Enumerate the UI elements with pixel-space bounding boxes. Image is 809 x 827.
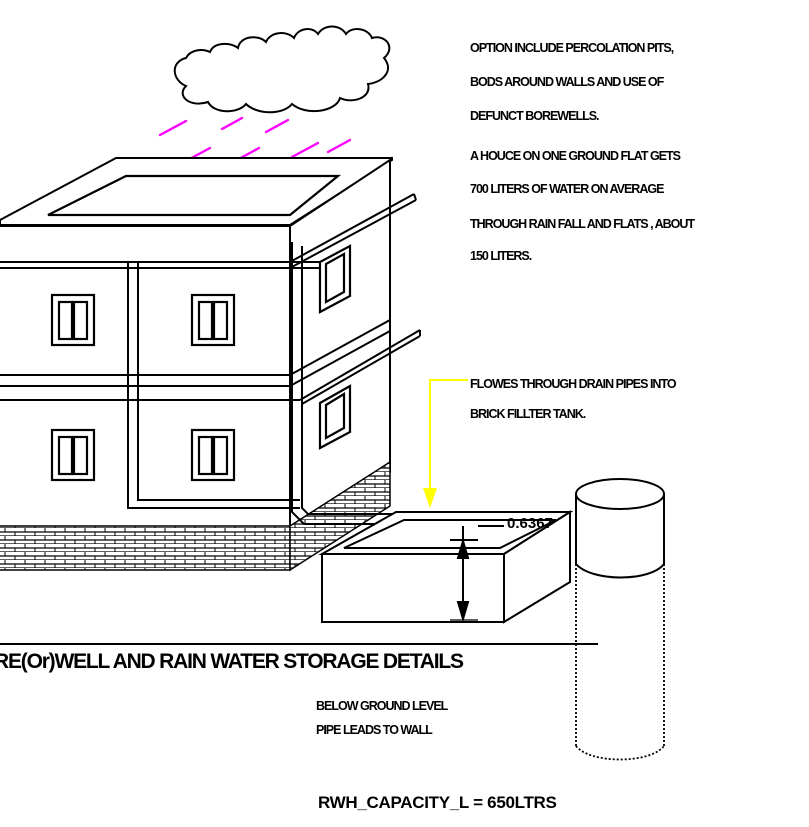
note-line: BELOW GROUND LEVEL <box>316 699 449 713</box>
notes-flow: FLOWES THROUGH DRAIN PIPES INTO BRICK FI… <box>470 377 678 421</box>
notes-house: A HOUCE ON ONE GROUND FLAT GETS 700 LITE… <box>470 149 696 263</box>
note-line: THROUGH RAIN FALL AND FLATS , ABOUT <box>470 217 695 231</box>
cloud-icon <box>173 25 391 114</box>
drawing-title: RE(Or)WELL AND RAIN WATER STORAGE DETAIL… <box>0 650 464 673</box>
filter-tank-icon <box>318 510 574 624</box>
notes-options: OPTION INCLUDE PERCOLATION PITS, BODS AR… <box>470 41 675 123</box>
note-line: BRICK FILLTER TANK. <box>470 407 586 421</box>
note-line: PIPE LEADS TO WALL <box>316 723 433 737</box>
well-icon <box>575 478 665 761</box>
dimension-label: 0.6367 <box>507 515 553 532</box>
window-icon <box>50 293 236 482</box>
note-line: 700 LITERS OF WATER ON AVERAGE <box>470 182 664 196</box>
note-line: OPTION INCLUDE PERCOLATION PITS, <box>470 41 674 55</box>
note-line: 150 LITERS. <box>470 249 532 263</box>
side-window-icon <box>318 244 352 450</box>
note-line: FLOWES THROUGH DRAIN PIPES INTO <box>470 377 677 391</box>
house-icon <box>0 157 421 534</box>
note-line: A HOUCE ON ONE GROUND FLAT GETS <box>470 149 681 163</box>
dimension-arrow <box>450 525 504 623</box>
note-line: BODS AROUND WALLS AND USE OF <box>470 75 665 89</box>
flow-arrow <box>423 379 468 508</box>
notes-below-ground: BELOW GROUND LEVEL PIPE LEADS TO WALL <box>316 699 450 737</box>
capacity-label: RWH_CAPACITY_L = 650LTRS <box>318 793 557 812</box>
note-line: DEFUNCT BOREWELLS. <box>470 109 599 123</box>
house-plinth <box>0 460 391 572</box>
